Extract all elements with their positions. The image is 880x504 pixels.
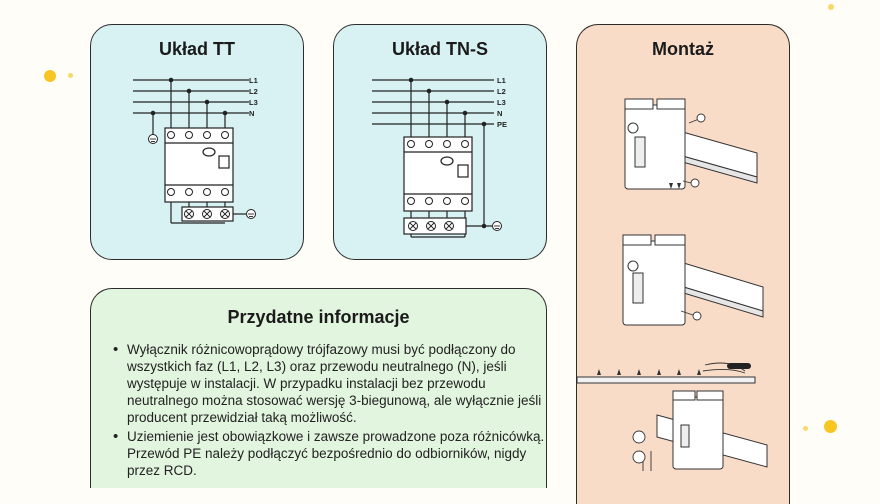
tns-title: Układ TN-S [391,39,488,59]
tns-system-card: Układ TN-S [333,24,547,260]
tt-system-card: Układ TT [90,24,304,260]
tt-label-l2: L2 [249,87,258,96]
tt-label-n: N [249,109,254,118]
decor-dot [44,70,56,82]
decor-dot [803,426,808,431]
tt-wiring-diagram: L1 L2 L3 N [133,76,258,224]
decor-dot [828,4,834,10]
mounting-title: Montaż [652,39,714,59]
info-title: Przydatne informacje [227,307,410,327]
info-item-grounding: Uziemienie jest obowiązkowe i zawsze pro… [113,428,547,479]
useful-info-card: Przydatne informacje Wyłącznik różnicowo… [90,288,547,488]
tns-wiring-diagram: L1 L2 L3 N PE [372,76,507,238]
mounting-card: Montaż [576,24,790,504]
info-list: Wyłącznik różnicowoprądowy trójfazowy mu… [113,341,547,481]
decor-dot [68,73,73,78]
tns-label-l1: L1 [497,76,506,85]
tt-label-l1: L1 [249,76,258,85]
tns-label-n: N [497,109,502,118]
tns-label-pe: PE [497,120,507,129]
mounting-illustration [577,98,768,471]
tt-label-l3: L3 [249,98,258,107]
tns-label-l3: L3 [497,98,506,107]
tt-title: Układ TT [158,39,235,59]
tns-label-l2: L2 [497,87,506,96]
info-item-phases: Wyłącznik różnicowoprądowy trójfazowy mu… [113,341,547,426]
decor-dot [824,420,837,433]
